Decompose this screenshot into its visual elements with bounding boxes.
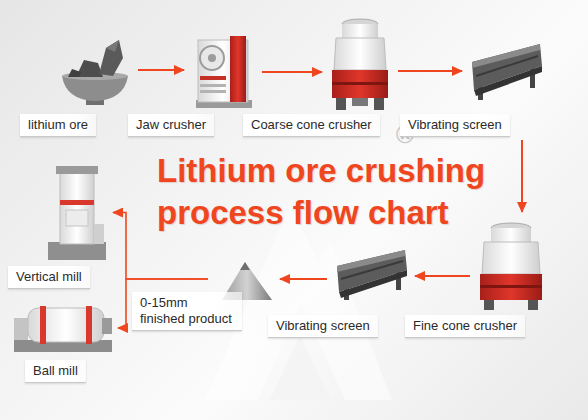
jaw-crusher-icon-part	[200, 46, 224, 70]
ball-mill-icon-part	[14, 318, 28, 340]
machine-label: Fine cone crusher	[405, 315, 525, 338]
ore-bowl-icon-part	[106, 40, 119, 52]
cone-crusher-icon-part	[352, 98, 368, 106]
ball-mill-icon	[14, 306, 112, 352]
cone-crusher-icon-part	[482, 242, 540, 274]
jaw-crusher-icon-part	[208, 54, 216, 62]
machine-label: Ball mill	[25, 360, 86, 383]
logo-watermark-part	[270, 335, 330, 400]
jaw-crusher-icon-part	[200, 76, 226, 80]
product-pile-icon-part	[240, 262, 250, 270]
vibrating-screen-icon-part	[474, 66, 542, 96]
vibrating-screen-icon	[337, 250, 407, 300]
flow-arrow	[521, 140, 523, 212]
cone-crusher-icon-part	[491, 228, 531, 242]
machine-node: Vertical mill	[45, 165, 107, 260]
vertical-mill-icon-part	[66, 210, 88, 226]
jaw-crusher-icon	[196, 36, 252, 108]
ore-bowl-icon	[62, 40, 128, 105]
ore-bowl-icon-part	[76, 60, 103, 77]
machine-node: Coarse cone crusher	[330, 18, 390, 112]
cone-crusher-icon-part	[528, 300, 538, 310]
machine-node: Jaw crusher	[192, 32, 254, 112]
cone-crusher-icon-part	[342, 24, 378, 38]
vibrating-screen-icon-part	[339, 270, 407, 298]
vibrating-screen-icon-part	[337, 250, 405, 272]
machine-label: Vertical mill	[8, 266, 90, 289]
machine-label: Vibrating screen	[268, 315, 378, 338]
machine-label: lithium ore	[20, 114, 96, 137]
machine-node: Fine cone crusher	[478, 222, 544, 310]
cone-crusher-icon-part	[484, 300, 494, 310]
cone-crusher-icon-part	[332, 82, 388, 85]
cone-crusher-icon	[480, 223, 542, 310]
cone-crusher-icon-part	[374, 98, 384, 110]
machine-label: Jaw crusher	[128, 114, 214, 137]
vertical-mill-icon	[48, 166, 106, 260]
vibrating-screen-icon-part	[472, 44, 540, 68]
cone-crusher-icon-part	[480, 274, 542, 300]
machine-node: 0-15mm finished product	[222, 258, 272, 300]
cone-crusher-icon-part	[480, 285, 542, 288]
diagram-title: Lithium ore crushing process flow chart	[157, 150, 517, 234]
machine-node: lithium ore	[60, 35, 130, 105]
vertical-mill-icon-part	[48, 242, 106, 260]
jaw-crusher-icon-part	[200, 84, 226, 87]
jaw-crusher-icon-part	[230, 36, 246, 102]
vertical-mill-icon-part	[56, 166, 98, 174]
cone-crusher-icon-part	[332, 70, 388, 98]
vibrating-screen-icon	[472, 44, 542, 100]
ball-mill-icon-part	[86, 306, 92, 344]
flow-arrow	[262, 71, 322, 73]
flow-arrow	[398, 70, 462, 72]
vertical-mill-icon-part	[60, 200, 94, 205]
cone-crusher-icon-part	[336, 98, 346, 110]
vertical-mill-icon-part	[94, 224, 104, 244]
machine-label: 0-15mm finished product	[132, 292, 242, 331]
ball-mill-icon-part	[40, 306, 46, 344]
machine-label: Coarse cone crusher	[243, 114, 380, 137]
ore-bowl-icon-part	[99, 40, 123, 76]
ball-mill-icon-part	[102, 318, 112, 334]
flow-arrow	[280, 278, 327, 280]
cone-crusher-icon-part	[334, 38, 386, 70]
machine-node: Vibrating screen	[335, 250, 407, 302]
machine-node: Ball mill	[12, 302, 112, 354]
machine-label: Vibrating screen	[400, 114, 510, 137]
ball-mill-icon-part	[28, 308, 104, 342]
vertical-mill-icon-part	[60, 170, 94, 244]
ore-bowl-icon-part	[68, 69, 81, 77]
machine-node: Vibrating screen	[470, 40, 542, 102]
jaw-crusher-icon-part	[200, 90, 226, 93]
flow-arrow	[415, 275, 470, 277]
cone-crusher-icon	[332, 19, 388, 110]
flow-arrow	[138, 69, 184, 71]
